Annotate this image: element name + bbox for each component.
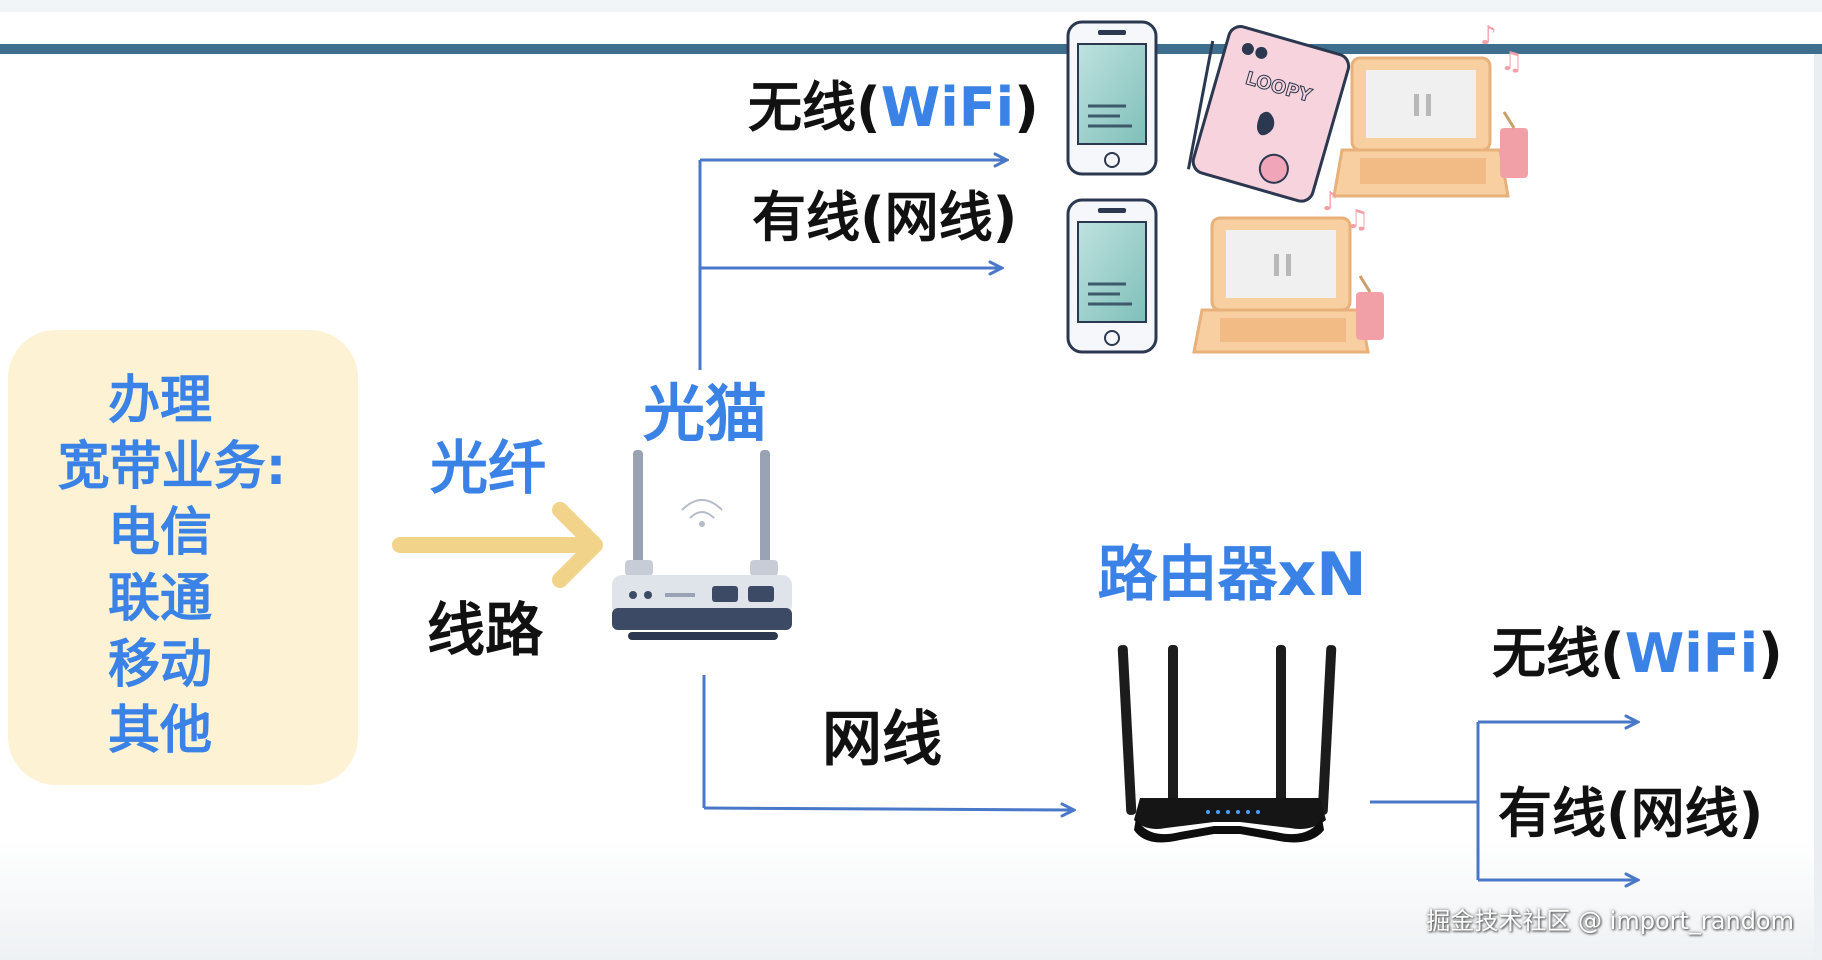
cable-label: 网线 bbox=[822, 705, 942, 775]
top-bar bbox=[0, 44, 1822, 54]
music-note-icon: ♪ bbox=[1480, 21, 1497, 51]
modem-wifi-prefix: 无线( bbox=[748, 76, 881, 139]
isp-line-6: 其他 bbox=[108, 701, 212, 761]
router-wifi-prefix: 无线( bbox=[1492, 622, 1625, 685]
laptop-icon: ♪ ♫ bbox=[1192, 187, 1384, 354]
isp-line-3: 电信 bbox=[108, 503, 212, 563]
music-note-icon: ♫ bbox=[1500, 47, 1523, 77]
modem-wifi-label: 无线(WiFi) bbox=[748, 76, 1039, 139]
line-label: 线路 bbox=[427, 596, 544, 664]
phone-icon bbox=[1066, 198, 1158, 354]
fiber-arrow bbox=[392, 502, 603, 588]
modem-icon bbox=[612, 450, 792, 640]
cable-line bbox=[702, 675, 1072, 810]
router-branch-lines bbox=[1370, 722, 1636, 880]
isp-box-bg bbox=[8, 330, 358, 785]
music-note-icon: ♪ bbox=[1322, 187, 1339, 217]
isp-line-5: 移动 bbox=[108, 635, 212, 695]
isp-box: 办理 宽带业务: 电信 联通 移动 其他 bbox=[8, 330, 358, 785]
watermark: 掘金技术社区 @ import_random bbox=[1426, 907, 1794, 935]
music-note-icon: ♫ bbox=[1346, 205, 1369, 235]
router-wifi-highlight: WiFi bbox=[1625, 622, 1758, 685]
tablet-icon: LOOPY bbox=[1186, 25, 1351, 203]
modem-branch-lines bbox=[698, 160, 1005, 370]
modem-label: 光猫 bbox=[643, 377, 767, 450]
router-wifi-label: 无线(WiFi) bbox=[1492, 622, 1783, 685]
bottom-fade bbox=[0, 840, 1822, 960]
modem-wired-label: 有线(网线) bbox=[752, 186, 1017, 249]
isp-line-2: 宽带业务: bbox=[58, 437, 287, 497]
router-icon bbox=[1117, 645, 1337, 843]
router-wifi-suffix: ) bbox=[1758, 622, 1783, 685]
top-strip bbox=[0, 0, 1822, 12]
router-label: 路由器xN bbox=[1098, 540, 1367, 610]
fiber-label: 光纤 bbox=[430, 434, 546, 502]
router-wired-label: 有线(网线) bbox=[1498, 782, 1763, 845]
isp-line-1: 办理 bbox=[108, 371, 212, 431]
right-edge bbox=[1814, 54, 1822, 960]
laptop-icon: ♪ ♫ bbox=[1332, 21, 1528, 198]
modem-wifi-suffix: ) bbox=[1014, 76, 1039, 139]
modem-wifi-highlight: WiFi bbox=[881, 76, 1014, 139]
phone-icon bbox=[1066, 20, 1158, 176]
isp-line-4: 联通 bbox=[108, 569, 212, 629]
